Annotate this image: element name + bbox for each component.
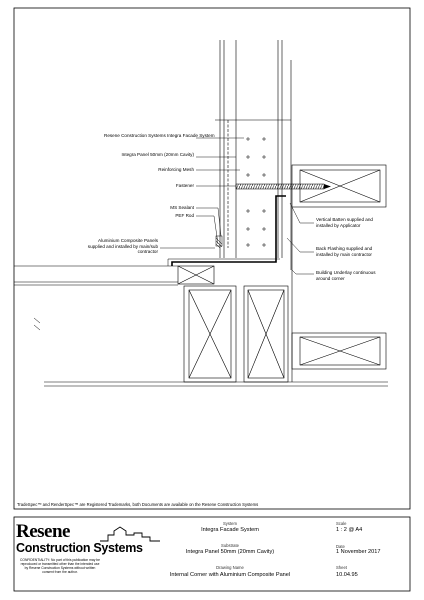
fastener	[235, 183, 331, 190]
date-value: 1 November 2017	[336, 549, 381, 555]
drawing-name-label: Drawing Name	[216, 565, 244, 570]
integra-panel-hatch	[246, 137, 266, 247]
label-aluminium-panels: Aluminium Composite Panels supplied and …	[87, 238, 158, 255]
panel-outline	[215, 40, 292, 270]
date-label: Date	[336, 544, 345, 549]
label-building-underlay: Building Underlay continuous around corn…	[316, 270, 376, 281]
back-flashing	[167, 195, 286, 266]
sheet-value: 10.04.95	[336, 572, 358, 578]
label-ms-sealant: MS Sealant	[170, 205, 194, 210]
label-reinforcing-mesh: Reinforcing Mesh	[158, 167, 194, 172]
system-label: System	[223, 521, 237, 526]
slab	[14, 265, 388, 387]
title-block-border	[13, 516, 411, 592]
substrate-value: Integra Panel 50mm (20mm Cavity)	[185, 549, 275, 555]
label-back-flashing: Back Flashing supplied and installed by …	[316, 246, 373, 257]
label-integra-panel: Integra Panel 50mm (20mm Cavity)	[121, 152, 194, 157]
break-marks	[33, 317, 41, 331]
label-pef-rod: PEF Rod	[175, 213, 194, 218]
system-value: Integra Facade System	[201, 527, 259, 533]
label-vertical-batten: Vertical Batten supplied and installed b…	[316, 217, 373, 228]
resene-logo: Resene	[16, 521, 70, 542]
lower-framing	[177, 265, 289, 383]
substrate-label: Substrate	[221, 543, 239, 548]
drawing-name-value: Internal Corner with Aluminium Composite…	[169, 572, 291, 578]
resene-logo-subtitle: Construction Systems	[16, 541, 143, 555]
leader-lines	[160, 137, 314, 275]
right-framing	[291, 164, 387, 382]
sheet-border	[13, 7, 411, 510]
label-fastener: Fastener	[175, 183, 194, 188]
scale-value: 1 : 2 @ A4	[336, 527, 363, 533]
skyline-logo-icon	[100, 526, 160, 542]
sheet-label: Sheet	[336, 565, 347, 570]
trademark-note: TradeSpec™ and RenderSpec™ are Registere…	[17, 502, 259, 507]
scale-label: Scale	[336, 521, 347, 526]
label-resene-system: Resene Construction Systems Integra Faca…	[104, 133, 215, 138]
confidentiality-note: CONFIDENTIALITY: No part of this publica…	[20, 558, 100, 574]
sealant	[215, 235, 223, 249]
